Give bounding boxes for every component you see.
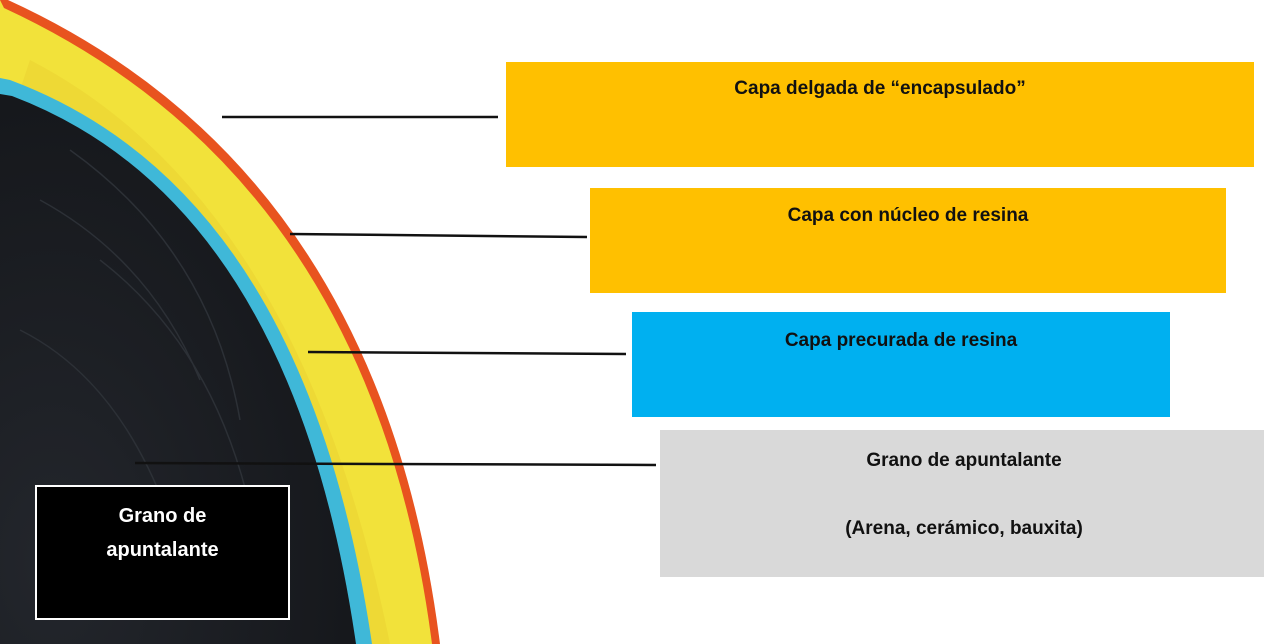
grain-inset-line2: apuntalante [106,539,219,561]
grain-label-title: Grano de apuntalante [866,450,1062,471]
grain-inset-line1: Grano de [118,505,207,527]
resin-core-layer-label: Capa con núcleo de resina [590,188,1226,293]
encapsulated-layer-label: Capa delgada de “encapsulado” [506,62,1254,167]
grain-label: Grano de apuntalante (Arena, cerámico, b… [660,430,1264,577]
leader-line-precured [307,350,627,356]
grain-label-types: (Arena, cerámico, bauxita) [845,518,1083,539]
grain-texture [19,149,261,561]
grain-inset-label: Grano de apuntalante [35,485,290,620]
leader-line-grain [134,461,657,467]
precured-layer-label: Capa precurada de resina [632,312,1170,417]
leader-line-resin-core [289,232,588,239]
